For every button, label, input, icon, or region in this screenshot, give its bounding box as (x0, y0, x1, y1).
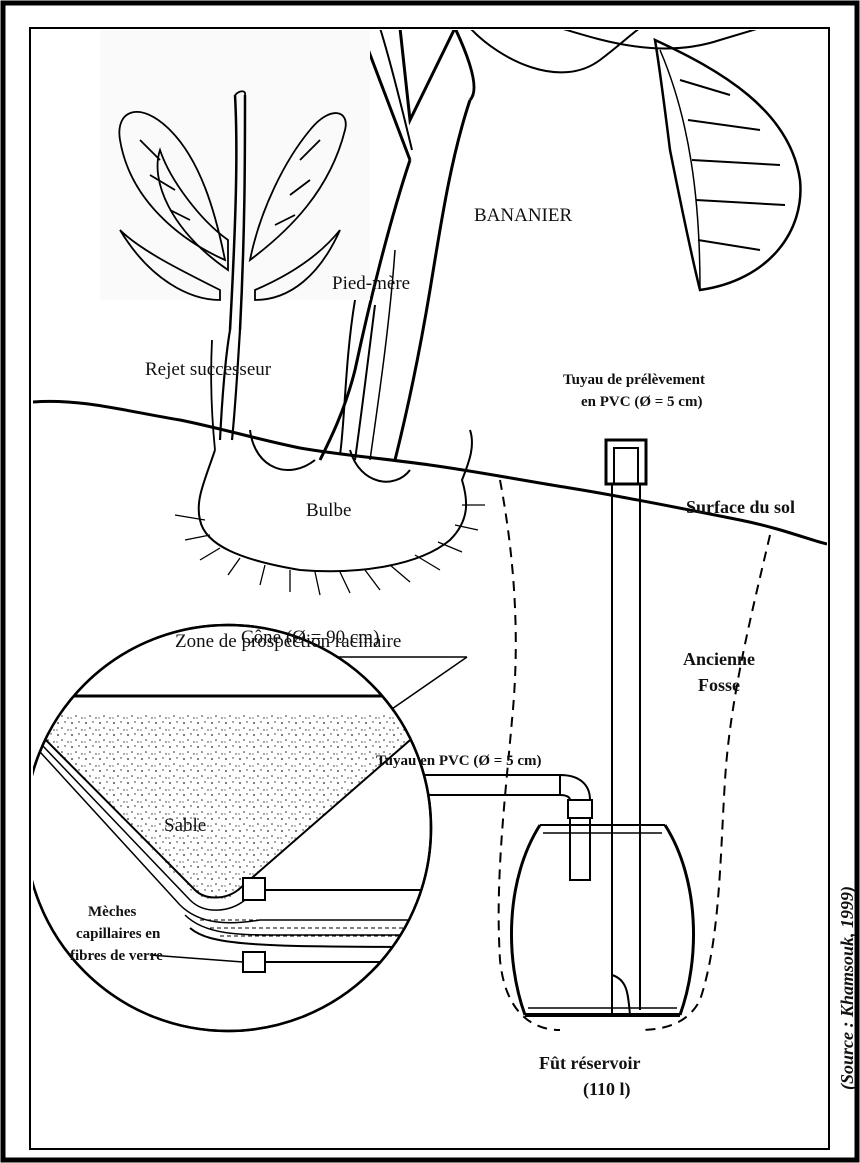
label-ancienne: Ancienne (683, 649, 755, 669)
label-bulbe: Bulbe (306, 500, 351, 521)
label-tuyau-pvc: Tuyau en PVC (Ø = 5 cm) (376, 753, 542, 769)
label-surface-du-sol: Surface du sol (686, 497, 795, 517)
label-meches-1: Mèches (88, 904, 136, 920)
label-meches-3: fibres de verre (70, 948, 163, 964)
label-sable: Sable (164, 815, 206, 836)
label-tuyau-prelevement-2: en PVC (Ø = 5 cm) (581, 394, 702, 410)
label-fut-reservoir: Fût réservoir (539, 1053, 640, 1073)
label-fut-volume: (110 l) (583, 1079, 631, 1100)
label-fosse: Fosse (698, 675, 740, 695)
label-meches-2: capillaires en (76, 926, 161, 942)
label-source: (Source : Khamsouk, 1999) (837, 886, 858, 1090)
label-pied-mere: Pied-mère (332, 273, 410, 294)
label-cone: Cône (Ø = 90 cm) (241, 627, 379, 648)
label-tuyau-prelevement-1: Tuyau de prélèvement (563, 372, 705, 388)
label-bananier: BANANIER (474, 205, 572, 226)
label-rejet-successeur: Rejet successeur (145, 359, 272, 380)
